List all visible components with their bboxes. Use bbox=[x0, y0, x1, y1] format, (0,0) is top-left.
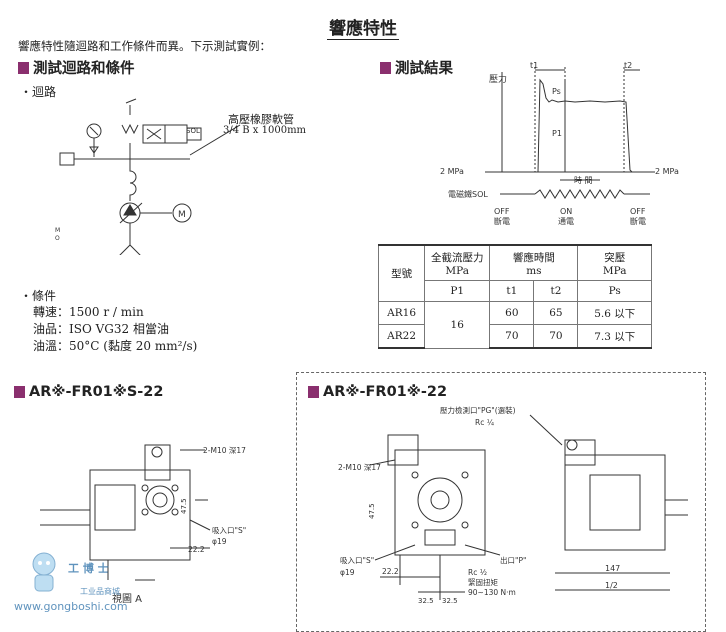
svg-text:O: O bbox=[55, 235, 60, 242]
page-title: 響應特性 bbox=[327, 19, 399, 40]
response-waveform: 壓力 t1 t2 Ps P1 2 MPa 2 MPa 時 間 電磁鐵SOL OF… bbox=[440, 62, 679, 226]
pump-body bbox=[89, 469, 191, 561]
svg-text:P1: P1 bbox=[552, 129, 562, 138]
test-result-heading: 測試結果 bbox=[380, 57, 453, 78]
svg-text:φ19: φ19 bbox=[212, 537, 227, 546]
intro-text: 響應特性隨迴路和工作條件而異。下示測試實例： bbox=[18, 39, 271, 53]
svg-text:22.2: 22.2 bbox=[382, 567, 399, 576]
svg-text:斷電: 斷電 bbox=[630, 216, 646, 226]
condition-temp: 油溫：50°C (黏度 20 mm²/s) bbox=[33, 339, 198, 353]
drawing-right: 壓力檢測口"PG"(選裝) Rc ¼ 2-M10 深17 47.5 吸入口"S"… bbox=[338, 405, 688, 605]
motor-label: M bbox=[178, 210, 186, 220]
svg-text:2-M10 深17: 2-M10 深17 bbox=[203, 446, 246, 455]
section-marker-icon bbox=[380, 61, 391, 74]
svg-text:32.5: 32.5 bbox=[418, 597, 434, 605]
svg-text:出口"P": 出口"P" bbox=[500, 555, 526, 565]
section-marker-icon bbox=[308, 386, 319, 398]
condition-speed: 轉速：1500 r / min bbox=[33, 305, 144, 319]
svg-text:時 間: 時 間 bbox=[574, 176, 593, 185]
svg-text:φ19: φ19 bbox=[340, 568, 355, 577]
circuit-label: ・迴路 bbox=[20, 85, 57, 99]
svg-text:2-M10 深17: 2-M10 深17 bbox=[338, 463, 381, 472]
col-model: 型號 bbox=[377, 244, 426, 302]
motor-icon bbox=[172, 203, 192, 223]
drawing-left-heading: AR※-FR01※S-22 bbox=[14, 384, 164, 400]
section-marker-icon bbox=[14, 386, 25, 398]
hose-label-1: 高壓橡膠軟管 bbox=[228, 113, 294, 126]
svg-text:22.2: 22.2 bbox=[188, 545, 205, 554]
svg-text:90~130 N·m: 90~130 N·m bbox=[468, 588, 516, 597]
svg-text:緊固扭矩: 緊固扭矩 bbox=[468, 577, 498, 587]
svg-text:M: M bbox=[55, 227, 60, 234]
svg-text:32.5: 32.5 bbox=[442, 597, 458, 605]
sub-t1: t1 bbox=[489, 280, 535, 302]
drawing-left: 2-M10 深17 47.5 吸入口"S" φ19 22.2 視圖 A bbox=[40, 444, 246, 605]
svg-text:1/2: 1/2 bbox=[605, 581, 618, 590]
svg-text:147: 147 bbox=[605, 564, 620, 573]
svg-text:2 MPa: 2 MPa bbox=[440, 167, 464, 176]
svg-text:Ps: Ps bbox=[552, 87, 561, 96]
filter-icon bbox=[119, 244, 141, 255]
svg-text:Rc ½: Rc ½ bbox=[468, 568, 487, 577]
pump-side-body bbox=[564, 454, 666, 551]
svg-text:t2: t2 bbox=[624, 62, 632, 70]
svg-text:OFF: OFF bbox=[630, 207, 646, 216]
section-marker-icon bbox=[18, 61, 29, 74]
svg-text:47.5: 47.5 bbox=[368, 503, 376, 519]
svg-text:通電: 通電 bbox=[558, 216, 574, 226]
test-circuit-heading: 測試迴路和條件 bbox=[18, 57, 135, 78]
table-row: AR22 70 70 7.3 以下 bbox=[377, 324, 652, 349]
svg-text:壓力檢測口"PG"(選裝): 壓力檢測口"PG"(選裝) bbox=[440, 405, 516, 415]
svg-text:t1: t1 bbox=[530, 62, 538, 70]
hose-label-2: 3/4 B x 1000mm bbox=[223, 125, 307, 136]
svg-text:電磁鐵SOL: 電磁鐵SOL bbox=[448, 189, 488, 199]
svg-text:ON: ON bbox=[560, 207, 572, 216]
sol-label: SOL bbox=[186, 127, 200, 135]
robot-mascot-icon bbox=[32, 552, 56, 592]
pressure-curve bbox=[485, 78, 655, 173]
drawing-right-heading: AR※-FR01※-22 bbox=[308, 384, 447, 400]
pressure-axis-label: 壓力 bbox=[489, 73, 507, 85]
svg-text:2 MPa: 2 MPa bbox=[655, 167, 679, 176]
pump-front-body bbox=[394, 449, 486, 556]
svg-text:斷電: 斷電 bbox=[494, 216, 510, 226]
svg-text:視圖 A: 視圖 A bbox=[112, 592, 142, 605]
watermark: 工 博 士 工业品商城 www.gongboshi.com bbox=[14, 548, 134, 628]
svg-text:Rc ¼: Rc ¼ bbox=[475, 418, 495, 427]
svg-text:吸入口"S": 吸入口"S" bbox=[340, 556, 374, 565]
sub-ps: Ps bbox=[577, 280, 652, 302]
conditions-heading: ・條件 bbox=[20, 289, 57, 303]
circuit-diagram: SOL M M O bbox=[55, 98, 241, 255]
condition-oil: 油品：ISO VG32 相當油 bbox=[33, 322, 169, 336]
sub-t2: t2 bbox=[533, 280, 579, 302]
svg-text:47.5: 47.5 bbox=[180, 498, 188, 514]
svg-text:OFF: OFF bbox=[494, 207, 510, 216]
sub-p1: P1 bbox=[424, 280, 491, 302]
table-row: AR16 16 60 65 5.6 以下 bbox=[377, 301, 652, 349]
svg-text:吸入口"S": 吸入口"S" bbox=[212, 526, 246, 535]
tank-icon bbox=[59, 152, 75, 166]
